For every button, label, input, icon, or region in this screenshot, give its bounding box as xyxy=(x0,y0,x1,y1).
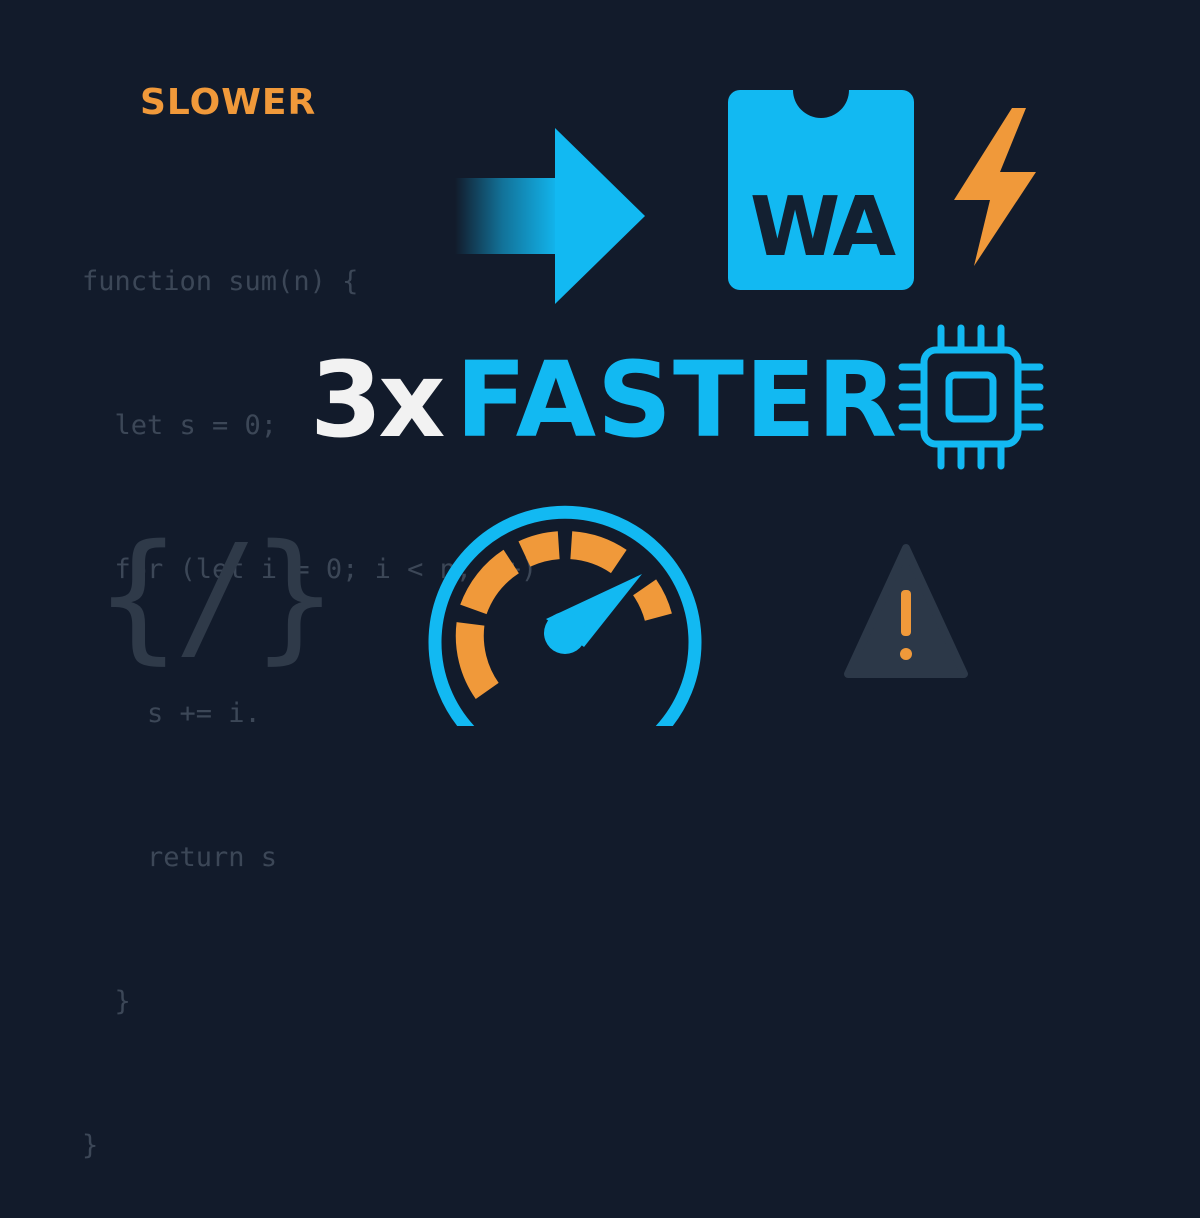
lightning-bolt-icon xyxy=(954,108,1036,266)
cpu-chip-icon xyxy=(898,324,1044,470)
code-line: s += i. xyxy=(82,698,261,729)
arrow-right-icon xyxy=(455,128,645,304)
wasm-logo-text: WA xyxy=(749,180,896,275)
headline-multiplier: 3x xyxy=(310,339,445,461)
code-line: return s xyxy=(82,842,278,873)
code-line: function sum(n) { xyxy=(82,266,359,297)
code-brackets-icon: {/} xyxy=(96,515,337,678)
code-line: } xyxy=(82,986,131,1017)
slower-label: SLOWER xyxy=(140,82,317,123)
warning-triangle-icon xyxy=(844,544,968,678)
headline-word: FASTER xyxy=(455,339,899,461)
webassembly-logo-icon xyxy=(728,90,914,290)
speedometer-icon xyxy=(428,505,702,726)
code-line: } xyxy=(82,1130,99,1161)
code-line: let s = 0; xyxy=(82,410,278,441)
